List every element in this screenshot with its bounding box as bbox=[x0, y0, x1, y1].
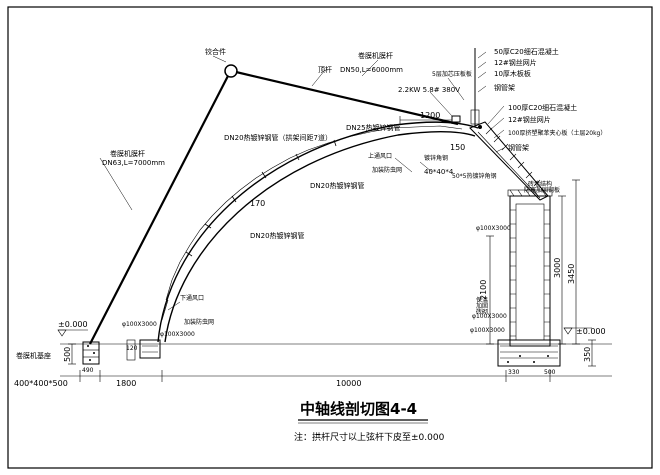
wall-top-detail bbox=[507, 189, 553, 197]
label-film-rod-top: 卷膜机膜杆 bbox=[358, 51, 393, 60]
label-roof-top-1: 50厚C20细石混凝土 bbox=[494, 47, 559, 56]
dim-330: 330 bbox=[508, 369, 520, 376]
label-small-c: 保温 bbox=[476, 296, 488, 304]
label-film-rod-left-spec: DN63,L=7000mm bbox=[102, 159, 165, 167]
label-foot-tag-mid: φ100X3000 bbox=[160, 331, 195, 338]
dim-2100: 2100 bbox=[479, 280, 488, 300]
dim-170: 170 bbox=[250, 199, 265, 208]
label-elev-left: ±0.000 bbox=[58, 320, 88, 329]
leader-lines bbox=[99, 51, 505, 311]
dim-500b: 500 bbox=[544, 369, 556, 376]
dim-3450: 3450 bbox=[567, 264, 576, 284]
label-small-b: 加固 bbox=[476, 302, 488, 310]
label-film-rod-left: 卷膜机膜杆 bbox=[110, 149, 145, 158]
dim-350: 350 bbox=[583, 347, 592, 362]
film-rod-left bbox=[89, 71, 231, 345]
drawing-title: 中轴线剖切图4-4 bbox=[300, 400, 417, 418]
label-angle-spec: 40*40*4 bbox=[424, 168, 454, 176]
drawing-border bbox=[7, 6, 653, 469]
dimension-lines bbox=[60, 116, 612, 382]
dim-3000: 3000 bbox=[553, 258, 562, 278]
label-dn20-a: DN20热镀锌钢管（拱架间距7道） bbox=[224, 133, 332, 142]
label-push-rod-spec: DN50,L=6000mm bbox=[340, 66, 403, 74]
dim-1800: 1800 bbox=[116, 379, 136, 388]
arch-structure bbox=[157, 121, 479, 343]
label-wall-3: 100厚挤塑聚苯夹心板（土层20kg） bbox=[508, 129, 606, 137]
arch-nodes bbox=[185, 139, 337, 257]
label-small-a: 砖砌 bbox=[476, 308, 488, 316]
label-dn20-b: DN20热镀锌钢管 bbox=[310, 181, 365, 190]
label-angle-spec2: 50*5热镀锌角钢 bbox=[452, 172, 496, 180]
film-rod-top bbox=[235, 70, 459, 126]
drawing-note: 注：拱杆尺寸以上弦杆下皮至±0.000 bbox=[294, 431, 445, 443]
label-galv-steel: 镀锌角钢 bbox=[424, 154, 448, 162]
label-elev-right: ±0.000 bbox=[576, 327, 606, 336]
label-insect-net-bottom: 加装防虫网 bbox=[184, 318, 214, 326]
label-push-rod-type: 顶杆 bbox=[318, 65, 332, 74]
hinge-icon bbox=[224, 64, 238, 78]
label-wall-4: 钢管架 bbox=[508, 143, 529, 152]
label-dn20-c: DN20热镀锌钢管 bbox=[250, 231, 305, 240]
label-machine-base: 卷膜机基座 bbox=[16, 351, 51, 360]
label-wall-1: 100厚C20细石混凝土 bbox=[508, 103, 577, 112]
label-wall-2: 12#钢丝网片 bbox=[508, 115, 551, 124]
label-foot-tag-left: φ100X3000 bbox=[122, 321, 157, 328]
elevation-markers bbox=[57, 327, 592, 337]
dim-1200: 1200 bbox=[420, 111, 440, 120]
label-wall-detail-a: 砖墙结构 bbox=[528, 180, 552, 188]
label-dn25: DN25热镀锌钢管 bbox=[346, 123, 401, 132]
dim-120: 120 bbox=[126, 345, 138, 352]
label-motor: 2.2KW 5.8# 380V bbox=[398, 86, 460, 94]
label-base-size: 400*400*500 bbox=[14, 379, 68, 388]
dim-500: 500 bbox=[63, 347, 72, 362]
dim-10000: 10000 bbox=[336, 379, 361, 388]
label-roof-top-4: 钢管架 bbox=[494, 83, 515, 92]
label-insect-net-top: 加装防虫网 bbox=[372, 166, 402, 174]
dim-150: 150 bbox=[450, 143, 465, 152]
label-wall-tag-mid: φ100X3000 bbox=[472, 313, 507, 320]
label-wall-detail-b: 防寒加固钢板 bbox=[524, 186, 560, 194]
label-roof-top-3: 10厚木板板 bbox=[494, 69, 531, 78]
dim-490: 490 bbox=[82, 367, 94, 374]
label-wall-tag-top: φ100X3000 bbox=[476, 225, 511, 232]
label-upper-vent: 上通风口 bbox=[368, 152, 392, 160]
label-wall-tag-low: φ100X3000 bbox=[470, 327, 505, 334]
label-lower-vent: 下通风口 bbox=[180, 294, 204, 302]
front-footing bbox=[126, 339, 161, 361]
label-roof-top-2: 12#钢丝网片 bbox=[494, 58, 537, 67]
label-cover-plate: 5层加芯压板板 bbox=[432, 70, 472, 78]
label-hinge: 铰合件 bbox=[205, 47, 226, 56]
